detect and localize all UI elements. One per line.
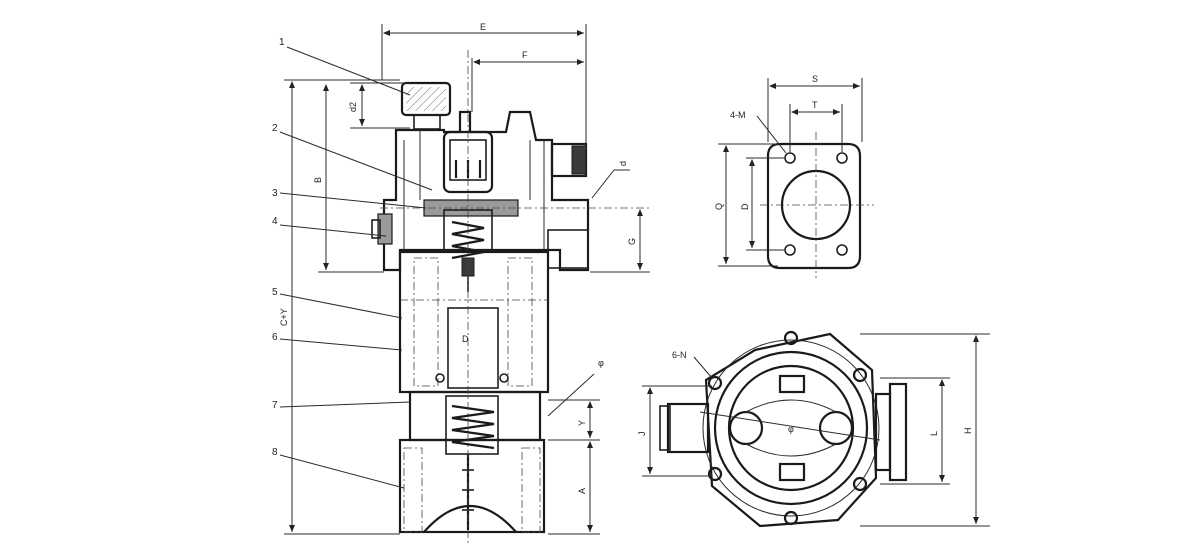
top-view-dimension-labels: 6-N J L H φ [637,350,973,436]
dim-label-Y: Y [577,420,587,426]
dim-label-C-plus-Y: C+Y [279,308,289,326]
dim-label-L: L [929,431,939,436]
dim-label-6-N: 6-N [672,350,687,360]
section-dimensions [284,24,650,535]
part-leaders [279,46,595,489]
part-number-4: 4 [272,216,278,227]
dim-label-d2: d2 [348,102,358,112]
dim-label-T: T [812,100,818,110]
dim-label-A: A [577,488,587,494]
dim-label-phi: φ [598,358,604,368]
dim-label-phi-center: φ [788,424,794,434]
flange-dimensions [718,78,863,267]
dim-label-J: J [637,432,647,437]
part-number-1: 1 [279,37,285,48]
dim-label-B: B [313,177,323,183]
part-number-5: 5 [272,287,278,298]
part-number-7: 7 [272,400,278,411]
part-number-8: 8 [272,447,278,458]
flange-dimension-labels: S T 4-M Q D [714,74,818,210]
part-number-6: 6 [272,332,278,343]
part-number-2: 2 [272,123,278,134]
dim-label-H: H [963,428,973,435]
section-dimension-labels: E F d2 B C+Y G d D φ Y A [279,22,637,494]
dim-label-Q: Q [714,203,724,210]
dim-label-D: D [462,334,469,344]
dim-label-S: S [812,74,818,84]
part-number-labels: 1 2 3 4 5 6 7 8 [272,37,285,458]
section-view [371,50,650,545]
dim-label-4-M: 4-M [730,110,746,120]
top-view-dimensions [642,333,990,527]
dim-label-d: d [618,161,628,166]
dim-label-E: E [480,22,486,32]
flange-view [760,132,874,278]
top-view [659,330,908,528]
dim-label-D-flange: D [740,203,750,210]
dim-label-F: F [522,50,528,60]
dim-label-G: G [627,238,637,245]
part-number-3: 3 [272,188,278,199]
